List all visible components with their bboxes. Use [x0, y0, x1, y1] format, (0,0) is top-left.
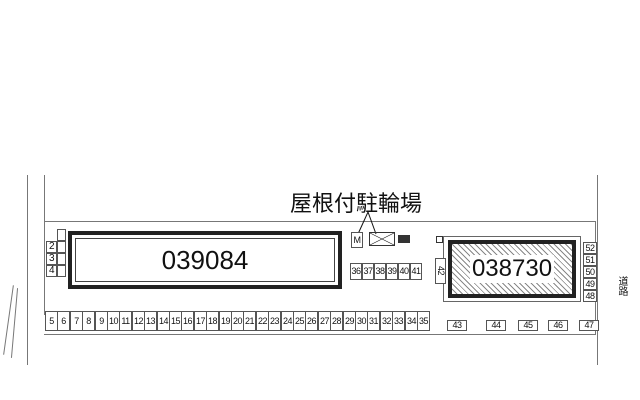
left-stall-blank	[57, 229, 66, 241]
building-secondary-label-bg: 038730	[469, 255, 555, 283]
bike-rack-m[interactable]: M	[351, 232, 363, 248]
parking-stall-36[interactable]: 36	[350, 263, 362, 280]
left-stall-blank	[57, 253, 66, 265]
envelope-icon	[369, 232, 395, 246]
parking-stall-45[interactable]: 45	[518, 320, 538, 331]
parking-stall-26[interactable]: 26	[305, 311, 318, 331]
left-stall-blank	[57, 241, 66, 253]
east-road-line	[597, 175, 598, 365]
parking-stall-8[interactable]: 8	[82, 311, 95, 331]
building-secondary[interactable]: 038730	[448, 240, 576, 298]
caption-pointer-lines	[357, 212, 377, 235]
parking-stall-49[interactable]: 49	[583, 278, 597, 290]
parking-stall-47[interactable]: 47	[579, 320, 599, 331]
parking-stall-50[interactable]: 50	[583, 266, 597, 278]
small-box-icon-2	[436, 236, 443, 243]
west-road-line-2	[44, 175, 45, 315]
small-box-icon	[398, 235, 410, 243]
building-main[interactable]: 039084	[68, 231, 342, 289]
parking-stall-22[interactable]: 22	[256, 311, 269, 331]
parking-stall-18[interactable]: 18	[206, 311, 219, 331]
building-main-label: 039084	[161, 244, 249, 275]
building-secondary-label: 038730	[471, 255, 553, 282]
parking-stall-39[interactable]: 39	[386, 263, 398, 280]
parking-stall-44[interactable]: 44	[486, 320, 506, 331]
parking-stall-43[interactable]: 43	[447, 320, 467, 331]
parking-stall-34[interactable]: 34	[405, 311, 418, 331]
parking-stall-48[interactable]: 48	[583, 290, 597, 302]
bicycle-parking-caption: 屋根付駐輪場	[290, 192, 423, 217]
parking-stall-27[interactable]: 27	[318, 311, 331, 331]
parking-stall-3[interactable]: 3	[46, 253, 57, 265]
parking-stall-13[interactable]: 13	[144, 311, 157, 331]
parking-stall-52[interactable]: 52	[583, 242, 597, 254]
parking-stall-6[interactable]: 6	[57, 311, 70, 331]
parking-stall-35[interactable]: 35	[417, 311, 430, 331]
parking-stall-23[interactable]: 23	[268, 311, 281, 331]
parking-stall-37[interactable]: 37	[362, 263, 374, 280]
parking-stall-31[interactable]: 31	[367, 311, 380, 331]
road-label: 道路	[616, 276, 627, 296]
building-secondary-frame	[443, 236, 581, 302]
parking-stall-40[interactable]: 40	[398, 263, 410, 280]
west-road-line	[27, 175, 28, 365]
parking-stall-2[interactable]: 2	[46, 241, 57, 253]
left-stall-blank	[57, 265, 66, 277]
parking-stall-28[interactable]: 28	[330, 311, 343, 331]
parking-stall-11[interactable]: 11	[119, 311, 132, 331]
parking-stall-41[interactable]: 41	[410, 263, 422, 280]
parking-stall-46[interactable]: 46	[548, 320, 568, 331]
parking-stall-16[interactable]: 16	[181, 311, 194, 331]
parking-stall-38[interactable]: 38	[374, 263, 386, 280]
parking-stall-4[interactable]: 4	[46, 265, 57, 277]
building-main-inner-border	[75, 238, 335, 282]
parking-stall-21[interactable]: 21	[243, 311, 256, 331]
parking-stall-33[interactable]: 33	[392, 311, 405, 331]
parking-stall-42[interactable]: 42	[435, 258, 446, 284]
parking-stall-51[interactable]: 51	[583, 254, 597, 266]
